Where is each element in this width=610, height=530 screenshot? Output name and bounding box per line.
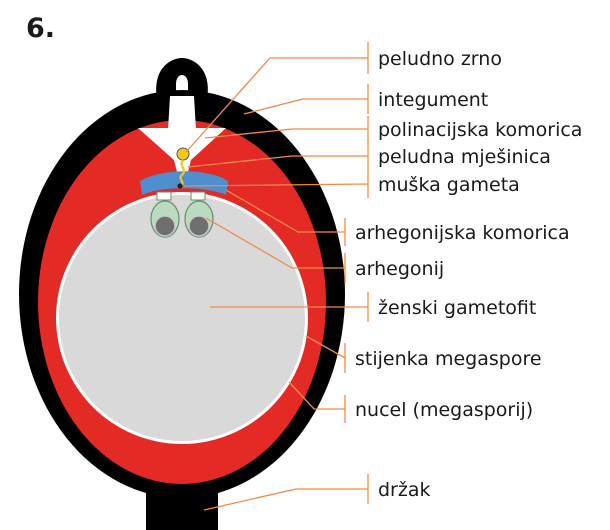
label-pollination-chamber: polinacijska komorica	[378, 119, 582, 141]
label-pollen-tube: peludna mješinica	[378, 146, 551, 168]
figure-number: 6.	[26, 13, 55, 44]
female-gametophyte	[59, 195, 305, 441]
male-gamete	[177, 183, 182, 188]
label-integument: integument	[378, 89, 488, 111]
label-male-gamete: muška gameta	[378, 174, 520, 196]
label-nucellus: nucel (megasporij)	[355, 399, 533, 421]
label-pollen-grain: peludno zrno	[378, 48, 502, 70]
label-archegonial-chamber: arhegonijska komorica	[355, 222, 570, 244]
label-archegonium: arhegonij	[355, 258, 444, 280]
label-megaspore-wall: stijenka megaspore	[355, 348, 542, 370]
label-female-gametophyte: ženski gametofit	[378, 297, 536, 319]
label-stalk: držak	[378, 479, 431, 501]
micropyle-gap	[168, 96, 196, 130]
